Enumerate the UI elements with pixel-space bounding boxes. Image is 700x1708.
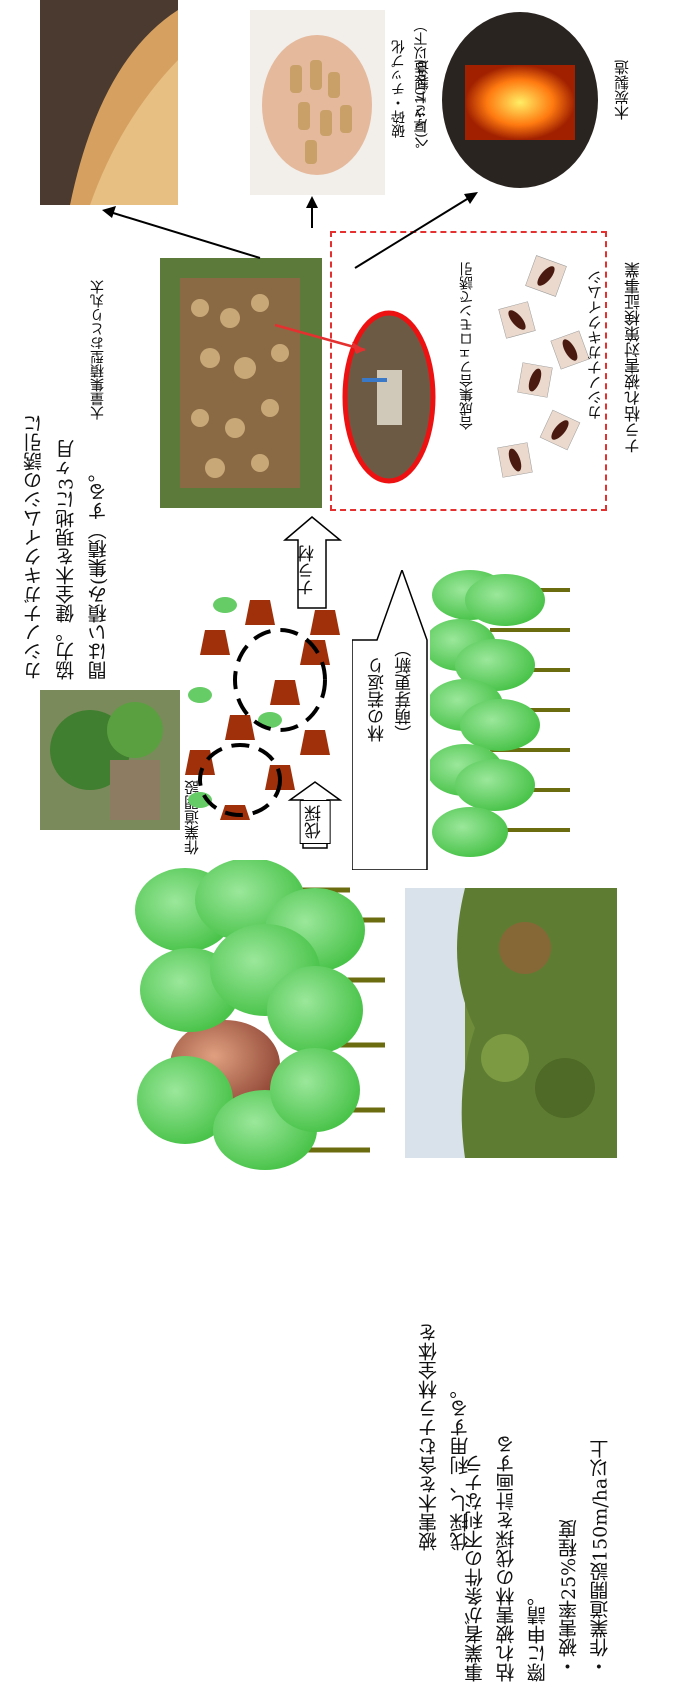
charcoal-photo	[440, 10, 600, 190]
forest-illustration-before	[130, 858, 390, 1170]
forest-landscape-photo	[405, 888, 617, 1158]
beetle-label: カシノナガキクイムシ	[586, 270, 604, 420]
use-arrows	[100, 190, 480, 280]
plan-text: 事業者が条件の不利なナラ 枯れ被害林の伐採を計画する 際に申請。 ・被害率25%…	[464, 1435, 612, 1682]
charcoal-label: 木炭製造	[613, 60, 631, 120]
harvest-text: 被害木を含むナラ林全体を 伐採し、利用する。	[418, 1323, 472, 1551]
cut-label: 伐採	[300, 800, 331, 844]
oak-label: ナラ材	[298, 545, 318, 596]
wood-chip-photo	[40, 0, 178, 205]
decoy-label: 大量集積型おとり丸太	[90, 280, 106, 420]
log-pile-photo	[160, 258, 322, 508]
lure-text: カシノナガキクイムシの誘引に 協力。健全木を現地に3ヶ月 間はい積み(集積）する…	[23, 414, 110, 680]
pheromone-trap-photo	[342, 310, 437, 485]
pheromone-frame	[330, 231, 607, 511]
regen-line2: （萌芽更新）	[395, 640, 416, 742]
regen-arrow	[351, 567, 432, 871]
red-arrow	[270, 320, 380, 360]
beetles-illustration	[490, 250, 600, 500]
road-work-photo	[40, 690, 180, 830]
pheromone-label: 合成集合フェロモンで誘引	[459, 262, 475, 430]
regen-line1: 林の若返り	[368, 657, 388, 742]
regen-label: 林の若返り （萌芽更新）	[365, 640, 419, 742]
forest-illustration-after	[424, 570, 580, 860]
pellet-label: ペレット製造	[413, 60, 431, 150]
cut-area-illustration	[175, 590, 355, 820]
oak-arrow	[280, 515, 345, 610]
pellet-photo	[250, 10, 385, 195]
project-name: ナラ枯れ被害対策検証事業	[624, 262, 643, 454]
